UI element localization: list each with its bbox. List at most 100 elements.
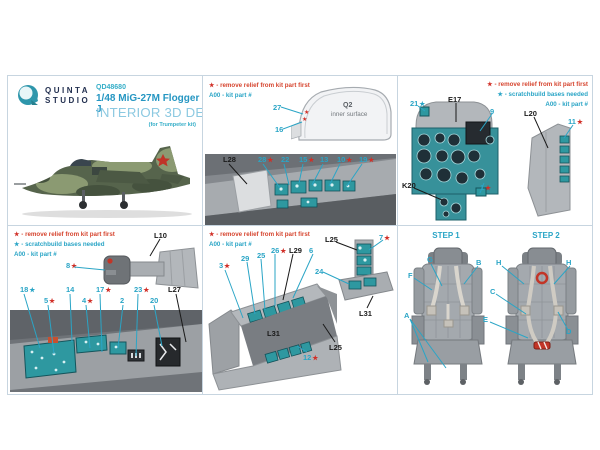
legend: ★ - remove relief from kit part first ★ … <box>14 231 115 258</box>
remove-relief-star-icon: ★ <box>487 81 493 88</box>
callout-e: E <box>483 315 489 324</box>
callout-1: 1★ <box>480 183 491 192</box>
panel-tub: ★ - remove relief from kit part first A0… <box>202 225 398 395</box>
part-label-l10: L10 <box>154 231 167 240</box>
callout-20: 20 <box>150 296 159 305</box>
remove-relief-star-icon: ★ <box>308 157 315 164</box>
callout-10: 10★ <box>337 155 353 164</box>
bracket-illustration <box>338 239 394 301</box>
callout-7: 7★ <box>379 233 390 242</box>
callout-11: 11★ <box>568 117 583 126</box>
callout-h-left: H <box>496 258 502 267</box>
callout-h-right: H <box>566 258 572 267</box>
scratchbuild-star-icon: ★ <box>29 287 36 294</box>
callout-16: 16 <box>275 125 284 134</box>
panel-seat-steps: STEP 1 STEP 2 <box>397 225 593 395</box>
callout-21: 21★ <box>410 99 426 108</box>
callout-3: 3★ <box>219 261 230 270</box>
part-label-l31: L31 <box>267 329 280 338</box>
callout-18: 18★ <box>20 285 36 294</box>
remove-relief-star-icon: ★ <box>267 157 274 164</box>
callout-9: 9 <box>490 107 495 116</box>
remove-relief-star-icon: ★ <box>304 110 310 116</box>
remove-relief-star-icon: ★ <box>302 117 308 123</box>
part-label-l20: L20 <box>524 109 537 118</box>
callout-23: 23★ <box>134 285 150 294</box>
callout-g: G <box>427 255 433 264</box>
canopy-part-label: Q2 <box>343 102 353 109</box>
remove-relief-star-icon: ★ <box>224 263 230 270</box>
step1-heading: STEP 1 <box>432 231 460 240</box>
callout-12: 12★ <box>303 353 319 362</box>
legend: ★ - remove relief from kit part first ★ … <box>487 81 588 108</box>
callout-15: 15★ <box>299 155 315 164</box>
callout-22: 22 <box>281 155 290 164</box>
leader-lines <box>409 263 571 369</box>
callout-25: 25 <box>257 251 266 260</box>
callout-2: 2 <box>120 296 125 305</box>
scratchbuild-star-icon: ★ <box>419 101 426 108</box>
callout-c: C <box>490 287 496 296</box>
control-stick-illustration <box>103 247 199 289</box>
remove-relief-star-icon: ★ <box>87 298 93 305</box>
remove-relief-star-icon: ★ <box>105 287 112 294</box>
remove-relief-star-icon: ★ <box>143 287 150 294</box>
canopy-surface-label: inner surface <box>331 111 368 118</box>
product-subtitle: INTERIOR 3D DECAL <box>96 105 231 120</box>
remove-relief-star-icon: ★ <box>209 231 215 238</box>
remove-relief-star-icon: ★ <box>368 157 375 164</box>
callout-5: 5★ <box>44 296 55 305</box>
callout-28: 28★ <box>258 155 274 164</box>
part-label-l25-bottom: L25 <box>329 343 342 352</box>
scratchbuild-star-icon: ★ <box>14 240 20 248</box>
callout-6: 6 <box>309 246 314 255</box>
part-label-l29: L29 <box>289 246 302 255</box>
remove-relief-star-icon: ★ <box>49 298 55 305</box>
legend: ★ - remove relief from kit part first A0… <box>209 231 310 248</box>
side-console-illustration <box>527 123 571 217</box>
product-title: 1/48 MiG-27M Flogger J <box>96 93 200 115</box>
remove-relief-star-icon: ★ <box>71 263 77 270</box>
kit-note: (for Trumpeter kit) <box>148 122 196 128</box>
console-illustration <box>10 310 202 392</box>
callout-19: 19★ <box>359 155 375 164</box>
scratchbuild-star-icon: ★ <box>497 90 504 98</box>
product-code: QD48680 <box>96 84 126 91</box>
remove-relief-star-icon: ★ <box>280 248 287 255</box>
remove-relief-star-icon: ★ <box>485 185 491 192</box>
callout-27: 27 <box>273 103 282 112</box>
callout-8: 8★ <box>66 261 77 270</box>
remove-relief-star-icon: ★ <box>576 119 583 126</box>
callout-14: 14 <box>66 285 75 294</box>
callout-4: 4★ <box>82 296 93 305</box>
callout-29: 29 <box>241 254 250 263</box>
aircraft-photo <box>14 146 192 218</box>
remove-relief-star-icon: ★ <box>209 82 215 89</box>
callout-a: A <box>404 311 410 320</box>
panel-stick-console: ★ - remove relief from kit part first ★ … <box>7 225 203 395</box>
part-label-l25-sub: L25 <box>325 235 338 244</box>
quinta-q-icon <box>18 85 38 105</box>
part-label-l27: L27 <box>168 285 181 294</box>
callout-17: 17★ <box>96 285 112 294</box>
remove-relief-star-icon: ★ <box>346 157 353 164</box>
callout-b: B <box>476 258 482 267</box>
part-label-l28: L28 <box>223 155 236 164</box>
part-label-l31-sub: L31 <box>359 309 372 318</box>
instrument-panel-illustration <box>411 101 499 221</box>
remove-relief-star-icon: ★ <box>312 355 319 362</box>
callout-f: F <box>408 271 413 280</box>
sill-illustration <box>205 154 396 225</box>
part-label-k20: K20 <box>402 181 416 190</box>
legend: ★ - remove relief from kit part first A0… <box>209 82 310 99</box>
part-label-e17: E17 <box>448 95 462 104</box>
remove-relief-star-icon: ★ <box>384 235 390 242</box>
callout-13: 13 <box>320 155 329 164</box>
callout-26: 26★ <box>271 246 287 255</box>
remove-relief-star-icon: ★ <box>14 231 20 238</box>
